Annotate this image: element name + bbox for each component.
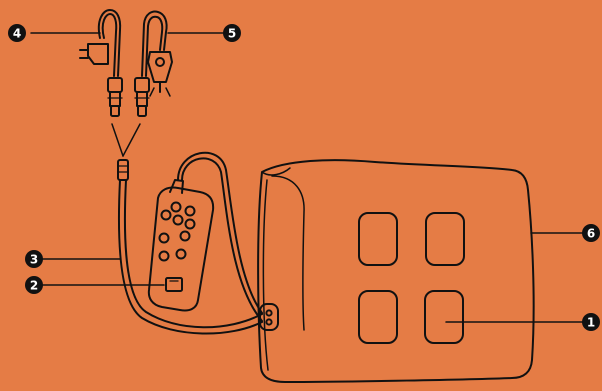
callout-6: 6 (582, 224, 600, 242)
callout-1-label: 1 (587, 316, 595, 330)
car-adapter (134, 10, 173, 117)
cord-port (259, 303, 279, 331)
ac-adapter (79, 9, 123, 117)
callout-3-label: 3 (30, 253, 38, 267)
cushion-body (257, 159, 535, 383)
callout-2: 2 (25, 276, 43, 294)
power-cord (117, 179, 263, 335)
leader-lines (30, 32, 586, 323)
callout-3: 3 (25, 250, 43, 268)
callout-1: 1 (582, 313, 600, 331)
callout-6-label: 6 (587, 227, 595, 241)
adapter-link-lines (111, 123, 141, 157)
callout-4-label: 4 (13, 27, 21, 41)
callout-5-label: 5 (228, 27, 236, 41)
callout-5: 5 (223, 24, 241, 42)
callout-4: 4 (8, 24, 26, 42)
callout-2-label: 2 (30, 279, 38, 293)
hand-controller (147, 179, 215, 312)
massage-nodes (358, 212, 465, 344)
dc-jack (117, 159, 129, 181)
controller-cable (177, 151, 263, 322)
